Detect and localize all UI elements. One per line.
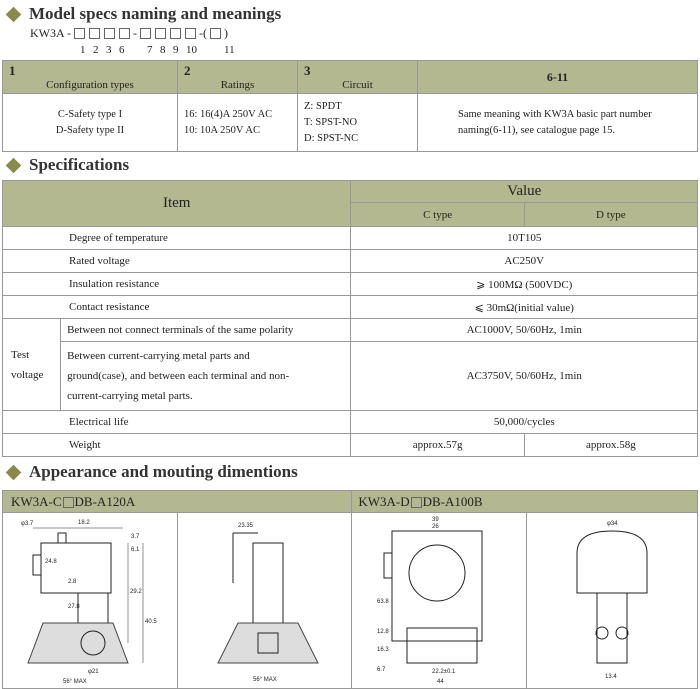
svg-text:39: 39	[432, 517, 439, 523]
svg-text:6.7: 6.7	[377, 667, 386, 673]
svg-text:16.3: 16.3	[377, 647, 389, 653]
diamond-bullet-icon	[5, 157, 22, 173]
svg-text:27.8: 27.8	[68, 604, 80, 610]
svg-text:22.2±0.1: 22.2±0.1	[432, 669, 456, 675]
svg-text:23.35: 23.35	[238, 523, 254, 529]
svg-text:44: 44	[437, 679, 444, 685]
svg-text:26: 26	[432, 524, 439, 530]
appearance-table: KW3A-CDB-A100BDB-A120A KW3A-DDB-A100B φ3…	[1, 490, 698, 689]
drawing-d-side: φ34 13.4	[526, 512, 698, 689]
svg-text:24.8: 24.8	[45, 559, 57, 565]
drawing-c-front: φ3.7 18.2 3.7 6.1 24.8 2.8 27.8 29.2 40.…	[2, 512, 178, 689]
switch-d-side-drawing: φ34 13.4	[576, 521, 648, 680]
svg-text:40.5: 40.5	[145, 619, 157, 625]
svg-text:6.1: 6.1	[131, 547, 140, 553]
drawing-c-side: 23.35 56° MAX	[176, 512, 353, 689]
svg-text:φ3.7: φ3.7	[21, 521, 34, 527]
naming-section-title: Model specs naming and meanings	[5, 4, 281, 24]
model-c-label: KW3A-CDB-A100BDB-A120A	[1, 490, 353, 513]
svg-text:29.2: 29.2	[130, 589, 142, 595]
diamond-bullet-icon	[5, 464, 22, 480]
meaning-cell: Same meaning with KW3A basic part number…	[417, 93, 698, 152]
svg-text:φ34: φ34	[607, 521, 618, 527]
drawing-d-front: 39 26 63.8 12.8 16.3 6.7 22.2±0.1 44	[351, 512, 527, 689]
svg-text:56° MAX: 56° MAX	[253, 677, 277, 683]
specs-section-title: Specifications	[5, 155, 129, 175]
specs-table: Item Value C type D type Degree of tempe…	[1, 179, 699, 457]
svg-text:3.7: 3.7	[131, 534, 140, 540]
switch-d-front-drawing: 39 26 63.8 12.8 16.3 6.7 22.2±0.1 44	[377, 517, 483, 685]
svg-text:12.8: 12.8	[377, 629, 389, 635]
svg-text:63.8: 63.8	[377, 599, 389, 605]
switch-c-front-drawing: φ3.7 18.2 3.7 6.1 24.8 2.8 27.8 29.2 40.…	[21, 520, 157, 685]
svg-text:56° MAX: 56° MAX	[63, 679, 87, 685]
naming-code: KW3A - - -( )	[30, 26, 228, 40]
diamond-bullet-icon	[5, 6, 22, 22]
appearance-section-title: Appearance and mouting dimentions	[5, 462, 298, 482]
svg-text:2.8: 2.8	[68, 579, 77, 585]
switch-c-side-drawing: 23.35 56° MAX	[216, 523, 319, 683]
svg-text:18.2: 18.2	[78, 520, 90, 526]
svg-text:13.4: 13.4	[605, 674, 617, 680]
svg-text:φ21: φ21	[88, 669, 99, 675]
